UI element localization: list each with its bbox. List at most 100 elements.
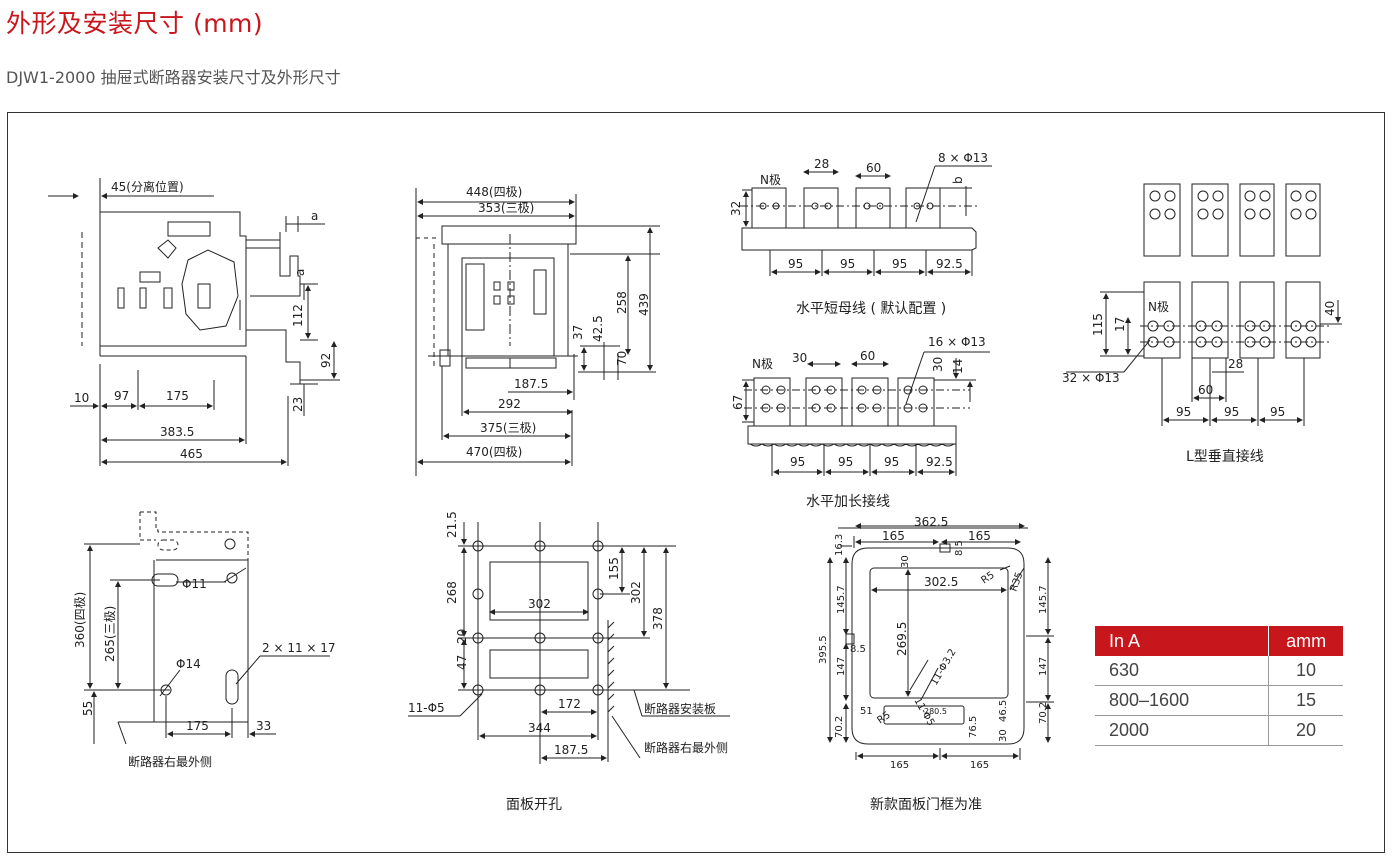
dim-label: 20 <box>455 629 469 644</box>
dim-label: 2 × 11 × 17 <box>262 641 336 655</box>
dim-label: 47 <box>455 655 469 670</box>
amm-table: In A amm 630 10 800–1600 15 2000 20 <box>1095 626 1343 746</box>
hatch-wall <box>607 621 615 713</box>
dim-label: 395.5 <box>818 635 829 664</box>
dim-label: 92.5 <box>926 455 953 469</box>
note-label: 断路器安装板 <box>644 701 716 716</box>
dim-label: 11-Φ3.2 <box>929 647 959 687</box>
drawing-frame <box>7 112 1385 853</box>
table-header-row: In A amm <box>1095 626 1343 656</box>
dim-label: 8.5 <box>954 540 965 556</box>
dim-label: a <box>311 209 318 223</box>
horizontal-extended-bus-drawing <box>742 351 990 476</box>
dim-label: 37 <box>571 325 585 340</box>
dim-label: 147 <box>836 657 847 676</box>
dim-label: 30 <box>792 351 807 365</box>
dim-label: 147 <box>1038 657 1049 676</box>
drawing-caption: 新款面板门框为准 <box>870 797 982 813</box>
dim-label: 112 <box>291 304 305 327</box>
cell-current: 630 <box>1095 656 1269 686</box>
dim-label: 95 <box>1224 405 1239 419</box>
dim-label: 383.5 <box>160 425 194 439</box>
drawing-caption: 水平加长接线 <box>806 493 890 510</box>
dim-label: 95 <box>1270 405 1285 419</box>
table-row: 800–1600 15 <box>1095 685 1343 716</box>
page-subtitle: DJW1-2000 抽屉式断路器安装尺寸及外形尺寸 <box>6 68 341 87</box>
dim-label: 439 <box>637 293 651 316</box>
dim-label: 76.5 <box>968 716 979 738</box>
header-amm: amm <box>1268 626 1343 656</box>
dim-label: 95 <box>884 455 899 469</box>
dim-label: 95 <box>838 455 853 469</box>
door-frame-drawing <box>827 523 1054 760</box>
dim-label: 465 <box>180 447 203 461</box>
dim-label: 95 <box>790 455 805 469</box>
cell-current: 800–1600 <box>1095 685 1269 716</box>
dim-label: 175 <box>186 719 209 733</box>
dim-label: 165 <box>882 529 905 543</box>
dim-label: 360(四极) <box>73 592 87 648</box>
dim-label: 269.5 <box>895 622 909 656</box>
dim-label: 95 <box>840 257 855 271</box>
dim-label: 280.5 <box>924 707 947 716</box>
dim-label: 448(四极) <box>466 185 522 199</box>
dim-label: 16.3 <box>834 534 845 556</box>
dim-label: 97 <box>114 389 129 403</box>
cell-amm: 20 <box>1268 715 1343 746</box>
dim-label: 265(三极) <box>103 606 117 662</box>
dim-label: 145.7 <box>836 585 847 614</box>
dim-label: 115 <box>1091 313 1105 336</box>
horizontal-short-bus-drawing <box>740 165 992 276</box>
dim-label: 45(分离位置) <box>111 179 184 194</box>
n-pole-label: N极 <box>760 173 781 187</box>
l-type-vertical-labels: N极 115 17 40 32 × Φ13 28 60 95 95 95 L型垂… <box>1062 300 1337 465</box>
dim-label: 362.5 <box>914 515 948 529</box>
dim-label: Φ11 <box>182 577 207 591</box>
table-row: 2000 20 <box>1095 715 1343 746</box>
drawing-caption: L型垂直接线 <box>1186 448 1264 465</box>
dim-label: 70.2 <box>834 716 845 738</box>
n-pole-label: N极 <box>1148 300 1169 314</box>
dim-label: 10 <box>74 391 89 405</box>
dim-label: 165 <box>968 529 991 543</box>
dim-label: 67 <box>731 395 745 410</box>
n-pole-label: N极 <box>752 357 773 371</box>
dim-label: 95 <box>892 257 907 271</box>
mounting-holes-labels: 360(四极) 265(三极) Φ11 Φ14 2 × 11 × 17 55 1… <box>73 577 336 769</box>
dim-label: 21.5 <box>445 511 459 538</box>
dim-label: 165 <box>890 760 909 771</box>
bolt-holes <box>1149 190 1317 220</box>
dim-label: 70 <box>615 351 629 366</box>
dim-label: 42.5 <box>591 315 605 342</box>
side-view-labels: 45(分离位置) a a 112 92 23 10 97 175 383.5 4… <box>74 179 333 461</box>
dim-label: 30 <box>998 729 1009 742</box>
dim-label: 470(四极) <box>466 445 522 459</box>
front-view-labels: 448(四极) 353(三极) 258 439 37 42.5 70 187.5… <box>466 185 651 459</box>
dim-label: 302.5 <box>924 575 958 589</box>
dim-label: b <box>951 176 965 184</box>
dim-label: 32 × Φ13 <box>1062 371 1120 385</box>
dim-label: 8 × Φ13 <box>938 151 988 165</box>
mounting-holes <box>472 540 604 696</box>
dim-label: 375(三极) <box>480 421 536 435</box>
dim-label: 258 <box>615 291 629 314</box>
dim-label: 16 × Φ13 <box>928 335 986 349</box>
dim-label: 302 <box>528 597 551 611</box>
side-view-drawing <box>48 178 340 466</box>
dim-label: R35 <box>1008 571 1025 593</box>
dim-label: 292 <box>498 397 521 411</box>
dim-label: 60 <box>1198 383 1213 397</box>
dim-label: 32 <box>729 201 743 216</box>
horizontal-short-bus-labels: N极 28 60 8 × Φ13 b 32 95 95 95 92.5 水平短母… <box>729 151 988 317</box>
panel-cutout-drawing <box>408 522 730 764</box>
dim-label: 302 <box>629 581 643 604</box>
mounting-holes-drawing <box>84 511 330 745</box>
dim-label: 55 <box>81 701 95 716</box>
dim-label: 70.2 <box>1038 702 1049 724</box>
dim-label: 353(三极) <box>478 201 534 215</box>
dim-label: 8.5 <box>850 644 866 655</box>
dim-label: 11-Φ5 <box>408 701 445 715</box>
dim-label: 33 <box>256 719 271 733</box>
cell-amm: 15 <box>1268 685 1343 716</box>
dim-label: 175 <box>166 389 189 403</box>
